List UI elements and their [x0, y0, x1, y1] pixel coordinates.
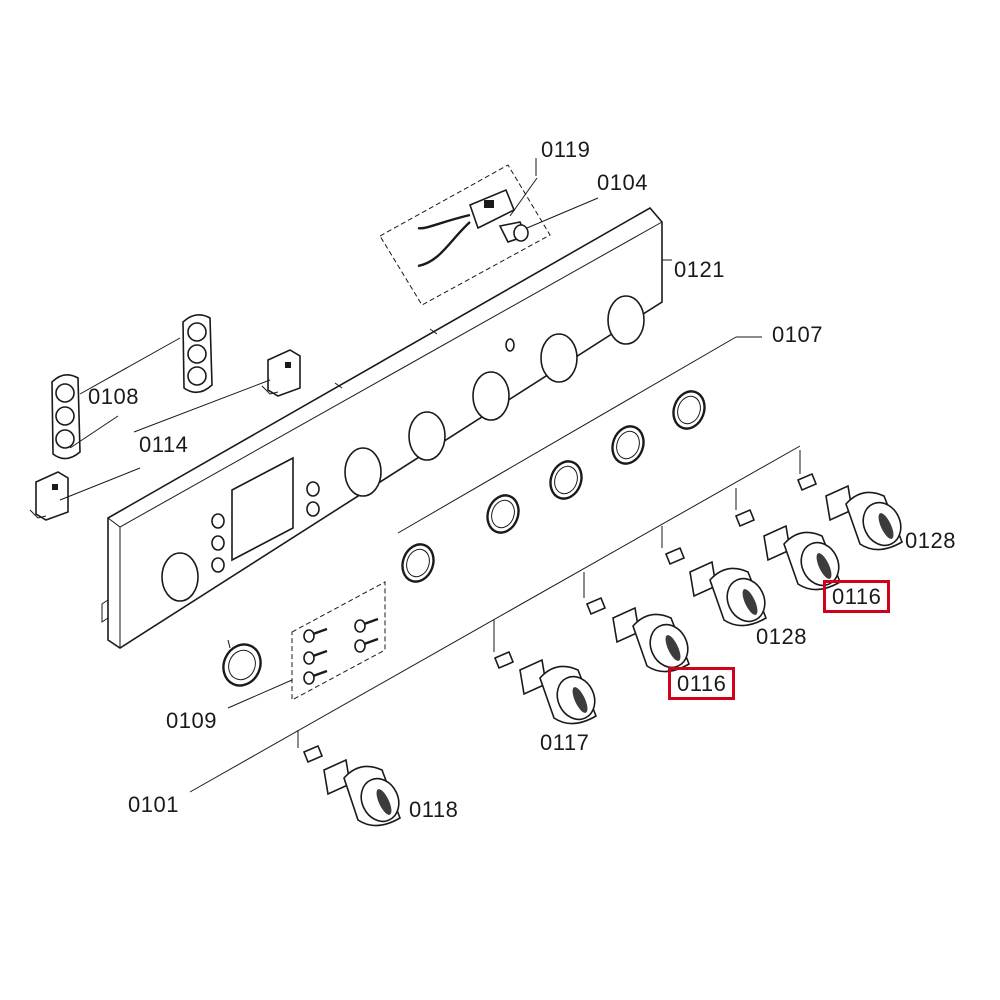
label-0104: 0104 [597, 170, 648, 195]
knob-rings-0107 [401, 390, 706, 583]
clip-0108-bottom [51, 374, 81, 460]
knob-0118 [323, 758, 401, 827]
knob-0128-lower [689, 560, 767, 627]
switch-0114-bottom [29, 471, 69, 521]
label-0128-lower: 0128 [756, 624, 807, 649]
label-0118: 0118 [409, 797, 459, 822]
label-0108: 0108 [88, 384, 139, 409]
switch-0114-top [261, 349, 301, 397]
knob-0116-lower [612, 606, 690, 673]
ring-0109 [222, 643, 262, 687]
switch-assembly-0119 [379, 164, 599, 306]
label-0116-lower-highlighted: 0116 [668, 667, 736, 700]
label-0109: 0109 [166, 708, 217, 733]
label-0117: 0117 [540, 730, 590, 755]
label-0101: 0101 [128, 792, 179, 817]
label-0128-upper: 0128 [905, 528, 956, 553]
knob-0128-upper [825, 484, 903, 551]
knob-0117 [519, 658, 597, 725]
label-0107: 0107 [772, 322, 823, 347]
control-panel-0121 [101, 206, 663, 649]
label-0121: 0121 [674, 257, 725, 282]
clip-0108-top [182, 314, 213, 394]
leader-lines [59, 158, 801, 793]
label-0119: 0119 [541, 137, 591, 162]
knob-spring-clips [302, 472, 818, 764]
screw-set [291, 581, 386, 701]
knob-0116-upper [763, 524, 841, 591]
label-0114: 0114 [139, 432, 189, 457]
label-0116-upper-highlighted: 0116 [823, 580, 891, 613]
